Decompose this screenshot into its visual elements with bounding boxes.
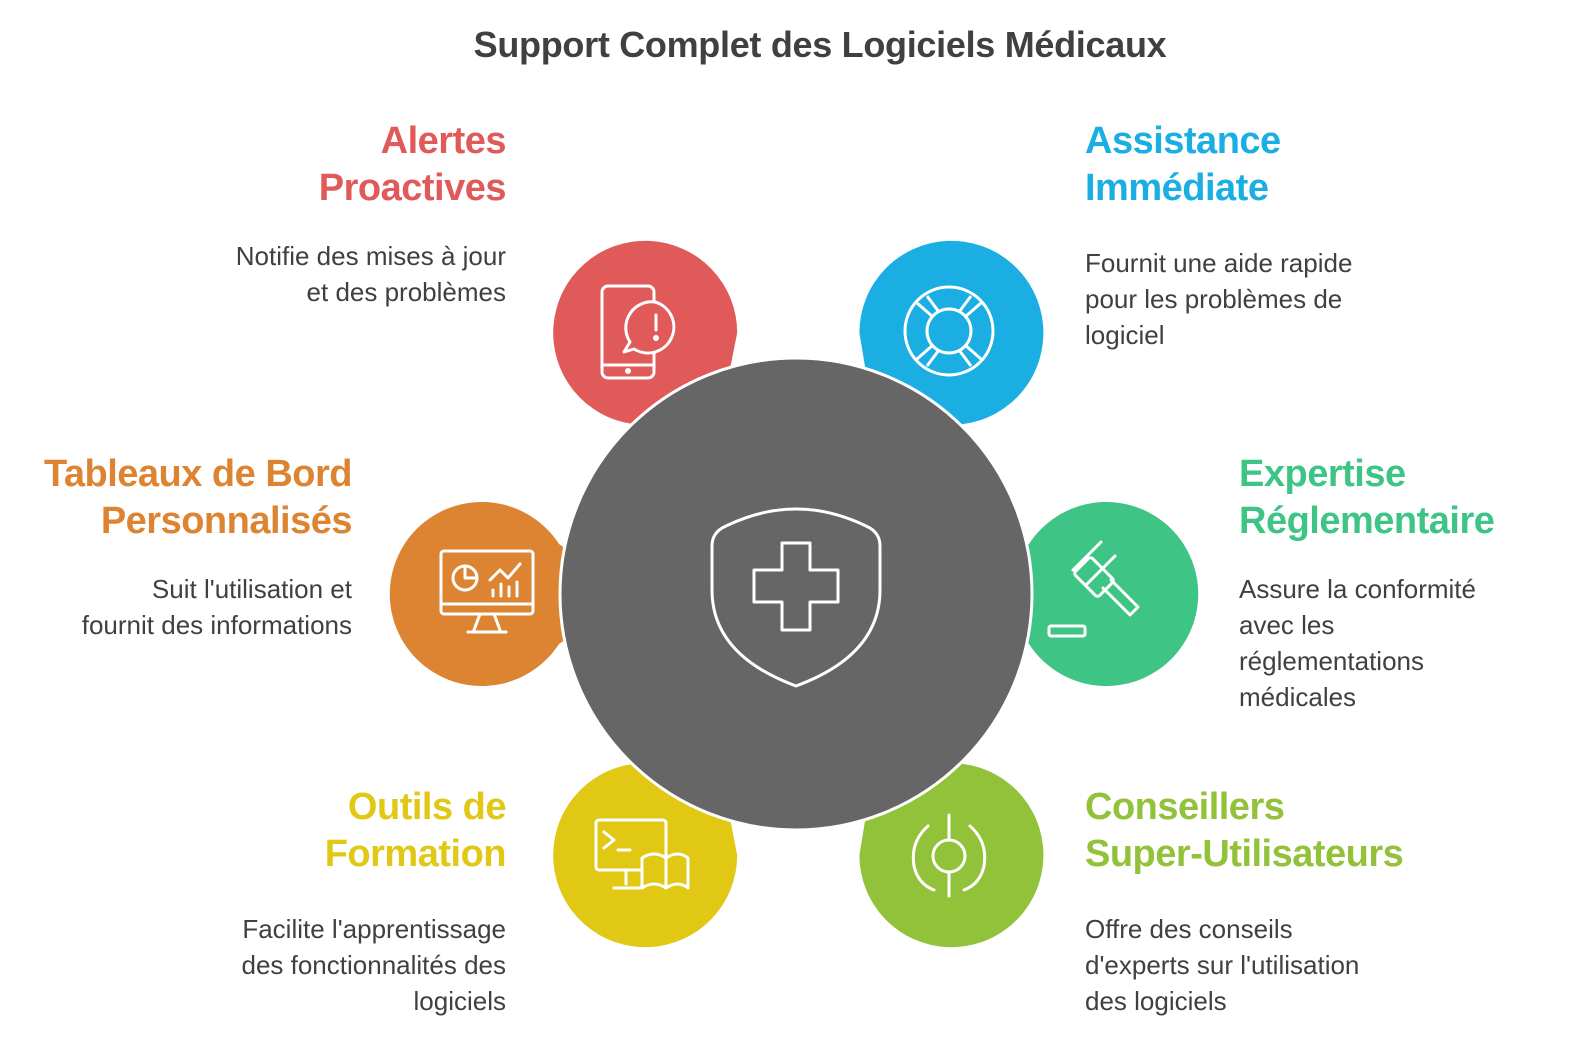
- desc-line: réglementations: [1239, 646, 1424, 676]
- petal-tableaux: [389, 502, 632, 687]
- item-description: Suit l'utilisation et fournit des inform…: [12, 571, 352, 643]
- desc-line: logiciels: [413, 986, 507, 1016]
- heading-line: Immédiate: [1085, 167, 1269, 209]
- desc-line: Assure la conformité: [1239, 574, 1476, 604]
- computer-book-icon: [594, 818, 690, 890]
- headset-user-icon: [911, 813, 987, 898]
- heading-line: Outils de: [347, 786, 507, 828]
- desc-line: des logiciels: [1085, 986, 1227, 1016]
- diagram-title: Support Complet des Logiciels Médicaux: [473, 24, 1167, 65]
- desc-line: Suit l'utilisation et: [151, 574, 352, 604]
- desc-line: pour les problèmes de: [1085, 284, 1343, 314]
- heading-line: Personnalisés: [100, 500, 353, 542]
- desc-line: fournit des informations: [81, 610, 352, 640]
- item-heading: Outils de Formation: [36, 784, 507, 878]
- item-heading: Assistance Immédiate: [1085, 118, 1555, 212]
- heading-line: Réglementaire: [1239, 500, 1495, 542]
- item-description: Assure la conformité avec les réglementa…: [1239, 571, 1579, 715]
- lifebuoy-icon: [903, 285, 995, 377]
- desc-line: Offre des conseils: [1085, 914, 1293, 944]
- item-conseillers: Conseillers Super-Utilisateurs Offre des…: [1085, 784, 1555, 1019]
- desc-line: logiciel: [1085, 320, 1165, 350]
- item-expertise: Expertise Réglementaire Assure la confor…: [1239, 451, 1579, 715]
- heading-line: Assistance: [1085, 120, 1281, 162]
- petal-expertise: [961, 502, 1199, 686]
- desc-line: avec les: [1239, 610, 1335, 640]
- item-heading: Expertise Réglementaire: [1239, 451, 1579, 545]
- dashboard-monitor-icon: [439, 549, 535, 634]
- item-alertes: Alertes Proactives Notifie des mises à j…: [46, 118, 507, 310]
- shield-cross-icon: [710, 507, 882, 688]
- gavel-icon: [1047, 540, 1140, 638]
- desc-line: médicales: [1239, 682, 1357, 712]
- item-description: Fournit une aide rapide pour les problèm…: [1085, 245, 1555, 353]
- heading-line: Super-Utilisateurs: [1085, 833, 1404, 875]
- item-tableaux: Tableaux de Bord Personnalisés Suit l'ut…: [12, 451, 353, 643]
- item-description: Facilite l'apprentissage des fonctionnal…: [36, 911, 506, 1019]
- phone-alert-icon: [600, 284, 676, 380]
- central-hub: [558, 356, 1034, 832]
- item-assistance: Assistance Immédiate Fournit une aide ra…: [1085, 118, 1555, 353]
- heading-line: Expertise: [1239, 453, 1406, 495]
- item-heading: Conseillers Super-Utilisateurs: [1085, 784, 1555, 878]
- item-description: Offre des conseils d'experts sur l'utili…: [1085, 911, 1555, 1019]
- desc-line: et des problèmes: [306, 277, 506, 307]
- desc-line: Facilite l'apprentissage: [242, 914, 506, 944]
- item-outils: Outils de Formation Facilite l'apprentis…: [36, 784, 506, 1019]
- item-heading: Tableaux de Bord Personnalisés: [12, 451, 353, 545]
- item-description: Notifie des mises à jour et des problème…: [46, 238, 506, 310]
- desc-line: d'experts sur l'utilisation: [1085, 950, 1360, 980]
- desc-line: Fournit une aide rapide: [1085, 248, 1353, 278]
- heading-line: Tableaux de Bord: [43, 453, 353, 495]
- heading-line: Formation: [324, 833, 507, 875]
- heading-line: Conseillers: [1085, 786, 1285, 828]
- item-heading: Alertes Proactives: [46, 118, 507, 212]
- desc-line: des fonctionnalités des: [241, 950, 506, 980]
- heading-line: Alertes: [380, 120, 507, 162]
- heading-line: Proactives: [318, 167, 507, 209]
- desc-line: Notifie des mises à jour: [235, 241, 506, 271]
